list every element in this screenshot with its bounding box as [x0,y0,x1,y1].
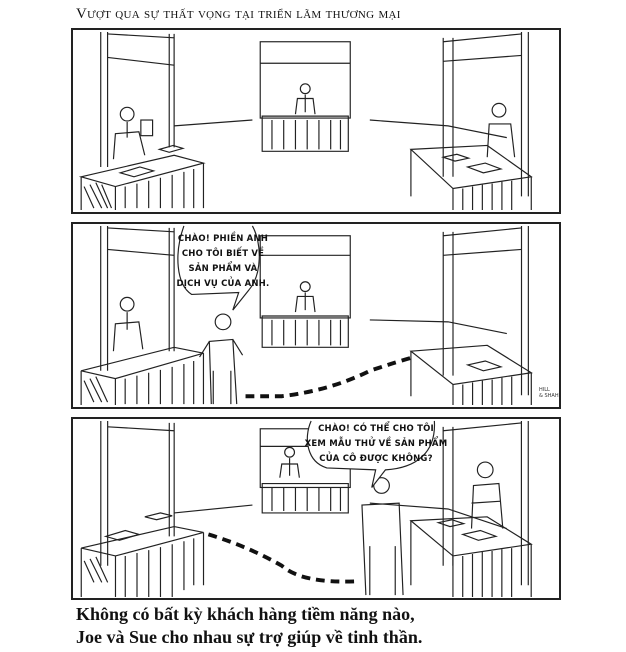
speech-line: SẢN PHẨM VÀ [188,264,258,274]
caption-line: Joe và Sue cho nhau sự trợ giúp về tinh … [76,627,423,647]
speech-bubble-sue: CHÀO! PHIỀN ANH CHO TÔI BIẾT VỀ SẢN PHẨM… [173,232,273,292]
speech-line: CHÀO! CÓ THỂ CHO TÔI [318,424,434,434]
caption-line: Không có bất kỳ khách hàng tiềm năng nào… [76,604,415,624]
booth-scene-illustration [78,31,533,211]
speech-line: DỊCH VỤ CỦA ANH. [176,279,270,289]
comic-panel-2: CHÀO! PHIỀN ANH CHO TÔI BIẾT VỀ SẢN PHẨM… [71,222,561,409]
comic-panel-1 [71,28,561,214]
speech-line: CỦA CÔ ĐƯỢC KHÔNG? [319,454,433,464]
comic-caption: Không có bất kỳ khách hàng tiềm năng nào… [76,603,422,649]
booth-scene-illustration [80,420,533,598]
booth-scene-illustration [80,225,533,406]
speech-line: CHO TÔI BIẾT VỀ [181,249,265,259]
artist-signature: HILL & SHAH [539,387,559,399]
comic-panel-3: CHÀO! CÓ THỂ CHO TÔI XEM MẪU THỬ VỀ SẢN … [71,417,561,600]
speech-line: XEM MẪU THỬ VỀ SẢN PHẨM [304,439,448,449]
speech-line: CHÀO! PHIỀN ANH [177,234,269,244]
speech-bubble-joe: CHÀO! CÓ THỂ CHO TÔI XEM MẪU THỬ VỀ SẢN … [303,422,449,467]
comic-title: Vượt qua sự thất vọng tại triển lãm thươ… [76,6,401,22]
